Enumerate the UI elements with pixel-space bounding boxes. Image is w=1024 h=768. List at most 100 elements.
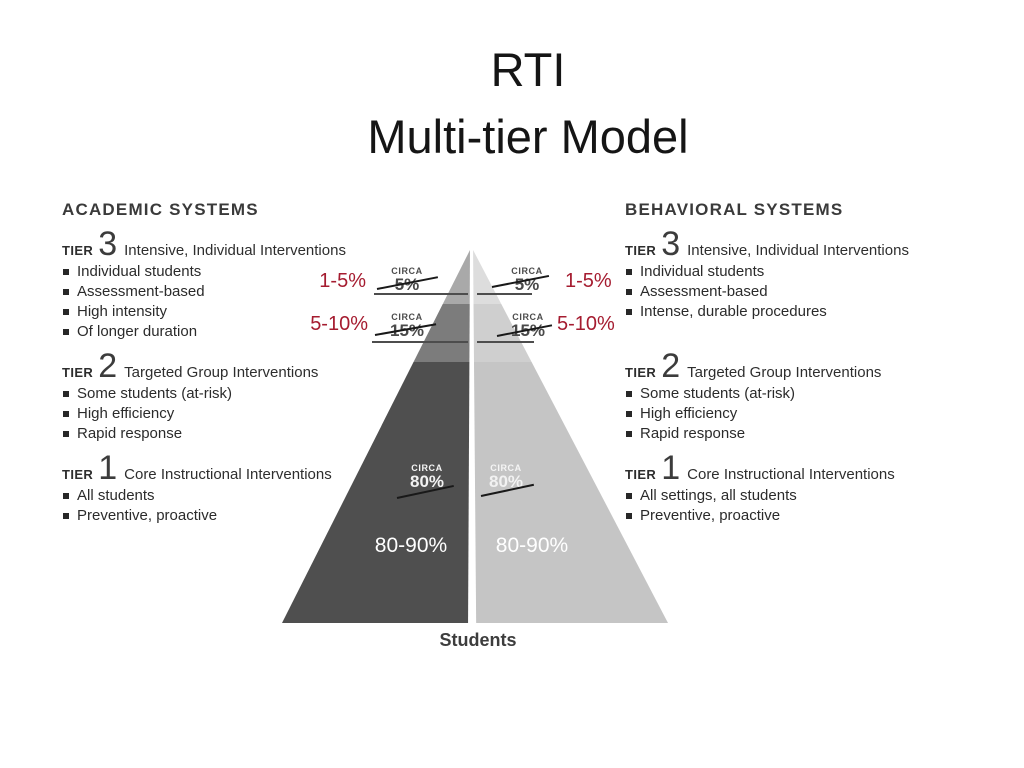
circa-word: CIRCA (512, 312, 544, 322)
tier-number: 3 (661, 225, 681, 263)
circa-word: CIRCA (490, 463, 522, 473)
bullet-text: Some students (at-risk) (640, 385, 796, 402)
behavioral-tier-3: TIER 3 Intensive, Individual Interventio… (625, 225, 955, 322)
bullet-text: Intense, durable procedures (640, 303, 827, 320)
tier2-divider-line-left (372, 341, 468, 343)
bullet-square-icon (63, 493, 69, 499)
tier-bullets: All settings, all students Preventive, p… (625, 486, 955, 526)
bullet-item: All students (62, 486, 392, 506)
bullet-item: Rapid response (62, 424, 392, 444)
bullet-square-icon (63, 431, 69, 437)
tier-word: TIER (625, 365, 657, 380)
tier3-divider-line-right (477, 293, 532, 295)
bullet-item: Some students (at-risk) (625, 384, 955, 404)
new-tier1-value-right: 80-90% (495, 534, 569, 557)
tier-word: TIER (625, 243, 657, 258)
tier-bullets: Some students (at-risk) High efficiency … (625, 384, 955, 444)
tier-bullets: All students Preventive, proactive (62, 486, 392, 526)
bullet-item: Intense, durable procedures (625, 302, 955, 322)
tier-bullets: Some students (at-risk) High efficiency … (62, 384, 392, 444)
old-percent: 80% (409, 472, 445, 491)
bullet-square-icon (63, 309, 69, 315)
tier-word: TIER (62, 243, 94, 258)
bullet-square-icon (63, 391, 69, 397)
bullet-text: Assessment-based (77, 283, 205, 300)
title-line-1: RTI (490, 43, 566, 96)
bullet-text: Individual students (77, 263, 202, 280)
bullet-square-icon (626, 431, 632, 437)
tier-name: Intensive, Individual Interventions (687, 242, 909, 259)
tier-title-row: TIER 1 Core Instructional Interventions (625, 449, 955, 487)
circa-word: CIRCA (511, 266, 543, 276)
bullet-text: High efficiency (77, 405, 175, 422)
tier-number: 1 (661, 449, 681, 487)
tier-name: Core Instructional Interventions (124, 466, 332, 483)
tier-word: TIER (62, 365, 94, 380)
tier-name: Core Instructional Interventions (687, 466, 895, 483)
tier-number: 1 (98, 449, 118, 487)
tier-bullets: Individual students Assessment-based Hig… (62, 262, 392, 342)
academic-heading: ACADEMIC SYSTEMS (62, 200, 259, 219)
tier-number: 3 (98, 225, 118, 263)
bullet-text: All settings, all students (640, 487, 797, 504)
behavioral-tier-1: TIER 1 Core Instructional Interventions … (625, 449, 955, 526)
new-tier3-value-left: 1-5% (319, 270, 366, 292)
academic-tier-3: TIER 3 Intensive, Individual Interventio… (62, 225, 392, 342)
bullet-square-icon (63, 289, 69, 295)
bullet-square-icon (63, 269, 69, 275)
old-tier1-label-left: CIRCA 80% (402, 463, 452, 491)
tier-title-row: TIER 2 Targeted Group Interventions (62, 347, 392, 385)
bullet-text: Some students (at-risk) (77, 385, 233, 402)
bullet-text: High efficiency (640, 405, 738, 422)
bullet-square-icon (63, 329, 69, 335)
bullet-square-icon (626, 309, 632, 315)
circa-word: CIRCA (391, 266, 423, 276)
bullet-square-icon (626, 411, 632, 417)
bullet-text: Rapid response (77, 425, 183, 442)
bullet-square-icon (626, 493, 632, 499)
bullet-item: All settings, all students (625, 486, 955, 506)
academic-tier-2: TIER 2 Targeted Group Interventions Some… (62, 347, 392, 444)
bullet-text: All students (77, 487, 155, 504)
bullet-item: High intensity (62, 302, 392, 322)
bullet-text: Rapid response (640, 425, 746, 442)
circa-word: CIRCA (411, 463, 443, 473)
bullet-item: High efficiency (62, 404, 392, 424)
tier-bullets: Individual students Assessment-based Int… (625, 262, 955, 322)
bullet-item: Of longer duration (62, 322, 392, 342)
new-tier2-value-left: 5-10% (310, 313, 368, 335)
bullet-text: Of longer duration (77, 323, 198, 340)
bullet-text: Individual students (640, 263, 765, 280)
tier-word: TIER (62, 467, 94, 482)
new-tier2-value-right: 5-10% (557, 313, 615, 335)
behavioral-tier-2: TIER 2 Targeted Group Interventions Some… (625, 349, 955, 444)
bullet-item: Rapid response (625, 424, 955, 444)
bullet-text: High intensity (77, 303, 168, 320)
tier-name: Targeted Group Interventions (687, 364, 882, 381)
circa-word: CIRCA (391, 312, 423, 322)
bullet-square-icon (626, 269, 632, 275)
bullet-text: Assessment-based (640, 283, 768, 300)
old-percent: 80% (488, 472, 524, 491)
tier-name: Intensive, Individual Interventions (124, 242, 346, 259)
tier2-divider-line-right (477, 341, 534, 343)
tier-number: 2 (98, 347, 118, 385)
tier-word: TIER (625, 467, 657, 482)
academic-tier-1: TIER 1 Core Instructional Interventions … (62, 449, 392, 526)
behavioral-heading: BEHAVIORAL SYSTEMS (625, 200, 844, 219)
old-tier1-label-right: CIRCA 80% (481, 463, 531, 491)
bullet-square-icon (626, 513, 632, 519)
tier-title-row: TIER 2 Targeted Group Interventions (625, 349, 955, 383)
bullet-square-icon (626, 289, 632, 295)
bullet-text: Preventive, proactive (640, 507, 781, 524)
bullet-item: Assessment-based (625, 282, 955, 302)
bullet-item: High efficiency (625, 404, 955, 424)
new-tier3-value-right: 1-5% (565, 270, 612, 292)
bullet-item: Preventive, proactive (625, 506, 955, 526)
bullet-text: Preventive, proactive (77, 507, 218, 524)
bullet-item: Individual students (62, 262, 392, 282)
pyramid-caption: Students (439, 630, 517, 650)
bullet-item: Individual students (625, 262, 955, 282)
title-line-2: Multi-tier Model (367, 110, 689, 163)
